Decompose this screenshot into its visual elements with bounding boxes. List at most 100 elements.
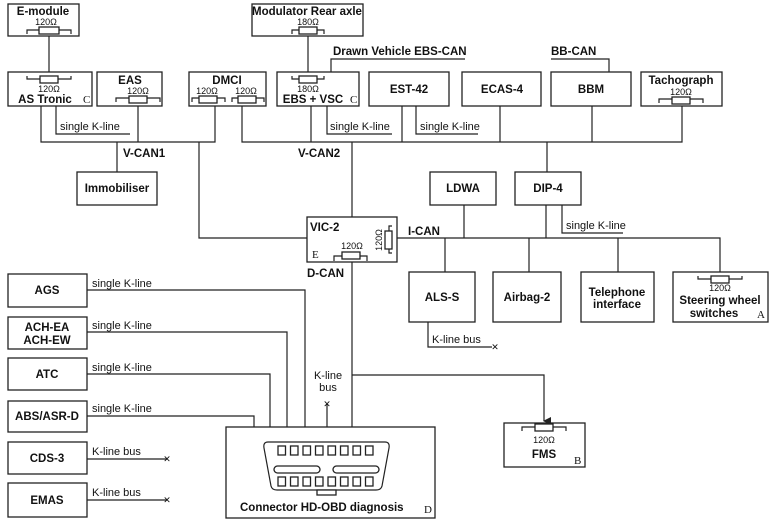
module-ldwa[interactable]: LDWA	[429, 171, 497, 206]
module-abs-asr-d[interactable]: ABS/ASR-D	[7, 400, 88, 433]
connector-hd-obd[interactable]: Connector HD-OBD diagnosis D	[225, 426, 436, 519]
label: Modulator Rear axle	[252, 6, 362, 18]
label: VIC-2	[310, 222, 339, 234]
bus-termination-icon: ✕	[323, 400, 331, 410]
resistor-value: 120Ω	[196, 86, 218, 96]
k-line-est42	[415, 106, 478, 135]
label: switches	[690, 308, 739, 320]
resistor-value: 120Ω	[127, 86, 149, 96]
k-line-label: K-line	[314, 370, 342, 382]
k-line-bus-label: K-line bus	[92, 446, 141, 458]
k-line-abs	[87, 415, 255, 427]
wire-fms	[352, 374, 551, 425]
label: DMCI	[212, 75, 241, 87]
k-line-ags	[87, 289, 306, 427]
module-cds-3[interactable]: CDS-3	[7, 441, 88, 475]
module-ecas-4[interactable]: ECAS-4	[461, 71, 542, 107]
module-ebs-vsc[interactable]: 180Ω EBS + VSC C	[276, 71, 360, 107]
module-telephone-interface[interactable]: Telephone interface	[580, 271, 655, 323]
module-immobiliser[interactable]: Immobiliser	[76, 171, 158, 206]
obd-pin	[339, 476, 349, 487]
obd-pin	[302, 476, 312, 487]
module-modulator-rear-axle[interactable]: Modulator Rear axle 180Ω	[251, 3, 364, 37]
module-bbm[interactable]: BBM	[550, 71, 632, 107]
label: Telephone	[589, 287, 646, 299]
module-steering-wheel-switches[interactable]: 120Ω Steering wheel switches A	[672, 271, 769, 323]
k-line-astronic	[55, 106, 130, 135]
single-k-line-label: single K-line	[60, 121, 120, 133]
single-k-line-label: single K-line	[92, 362, 152, 374]
label: LDWA	[446, 183, 480, 195]
d-can-label: D-CAN	[307, 268, 344, 280]
obd-port-icon	[263, 441, 390, 496]
obd-pin	[352, 476, 362, 487]
module-vic-2[interactable]: VIC-2 E 120Ω 120Ω	[306, 216, 398, 263]
module-emas[interactable]: EMAS	[7, 482, 88, 518]
module-ags[interactable]: AGS	[7, 273, 88, 308]
resistor-value: 120Ω	[38, 84, 60, 94]
obd-pin	[289, 445, 299, 456]
v-can1-label: V-CAN1	[123, 148, 166, 160]
label: DIP-4	[533, 183, 563, 195]
label: EMAS	[30, 495, 64, 507]
label: AGS	[35, 285, 60, 297]
module-als-s[interactable]: ALS-S	[408, 271, 476, 323]
label: FMS	[532, 449, 557, 461]
wire-bb-can	[551, 58, 610, 72]
label: interface	[593, 299, 641, 311]
bb-can-label: BB-CAN	[551, 46, 596, 58]
label: Steering wheel	[679, 295, 760, 307]
k-line-ach	[87, 331, 288, 427]
k-line-atc	[87, 373, 271, 427]
module-atc[interactable]: ATC	[7, 357, 88, 391]
bus-termination-icon: ✕	[491, 343, 499, 353]
obd-pin	[289, 476, 299, 487]
label: BBM	[578, 84, 604, 96]
label: ACH-EW	[23, 335, 70, 347]
module-ach[interactable]: ACH-EA ACH-EW	[7, 316, 88, 350]
resistor-value: 120Ω	[35, 17, 57, 27]
i-can-label: I-CAN	[408, 226, 440, 238]
single-k-line-label: single K-line	[420, 121, 480, 133]
module-dip-4[interactable]: DIP-4	[514, 171, 582, 206]
k-line-dip4	[561, 205, 623, 234]
single-k-line-label: single K-line	[92, 403, 152, 415]
label: ABS/ASR-D	[15, 411, 79, 423]
label: EBS + VSC	[283, 94, 343, 106]
label: ECAS-4	[481, 84, 524, 96]
bus-termination-icon: ✕	[163, 455, 171, 465]
module-as-tronic[interactable]: 120Ω AS Tronic C	[7, 71, 93, 107]
module-eas[interactable]: EAS 120Ω	[96, 71, 163, 107]
k-line-bus-label: K-line bus	[432, 334, 481, 346]
module-fms[interactable]: 120Ω FMS B	[503, 422, 586, 468]
single-k-line-label: single K-line	[92, 278, 152, 290]
module-est-42[interactable]: EST-42	[368, 71, 450, 107]
resistor-value: 120Ω	[235, 86, 257, 96]
resistor-value: 120Ω	[670, 87, 692, 97]
resistor-value: 120Ω	[709, 283, 731, 293]
wire-vcan1-vic2	[198, 142, 307, 239]
obd-pin	[339, 445, 349, 456]
obd-pin	[277, 476, 287, 487]
label: Tachograph	[649, 75, 714, 87]
resistor-value: 120Ω	[374, 229, 384, 251]
wire-ebs-can	[330, 58, 465, 72]
obd-pin	[314, 476, 324, 487]
k-line-als	[427, 322, 492, 348]
resistor-value: 180Ω	[297, 17, 319, 27]
label: ACH-EA	[25, 322, 70, 334]
label: ALS-S	[425, 292, 460, 304]
module-dmci[interactable]: DMCI 120Ω 120Ω	[188, 71, 267, 107]
module-e-module[interactable]: E-module 120Ω	[7, 3, 80, 37]
module-airbag-2[interactable]: Airbag-2	[492, 271, 562, 323]
obd-pin	[314, 445, 324, 456]
v-can2-bus	[241, 106, 683, 217]
marker-a: A	[757, 309, 765, 321]
marker-b: B	[574, 455, 581, 467]
resistor-value: 120Ω	[533, 435, 555, 445]
module-tachograph[interactable]: Tachograph 120Ω	[640, 71, 723, 107]
ebs-can-label: Drawn Vehicle EBS-CAN	[333, 46, 467, 58]
obd-pin	[277, 445, 287, 456]
label: Connector HD-OBD diagnosis	[240, 502, 404, 514]
obd-pin	[327, 476, 337, 487]
